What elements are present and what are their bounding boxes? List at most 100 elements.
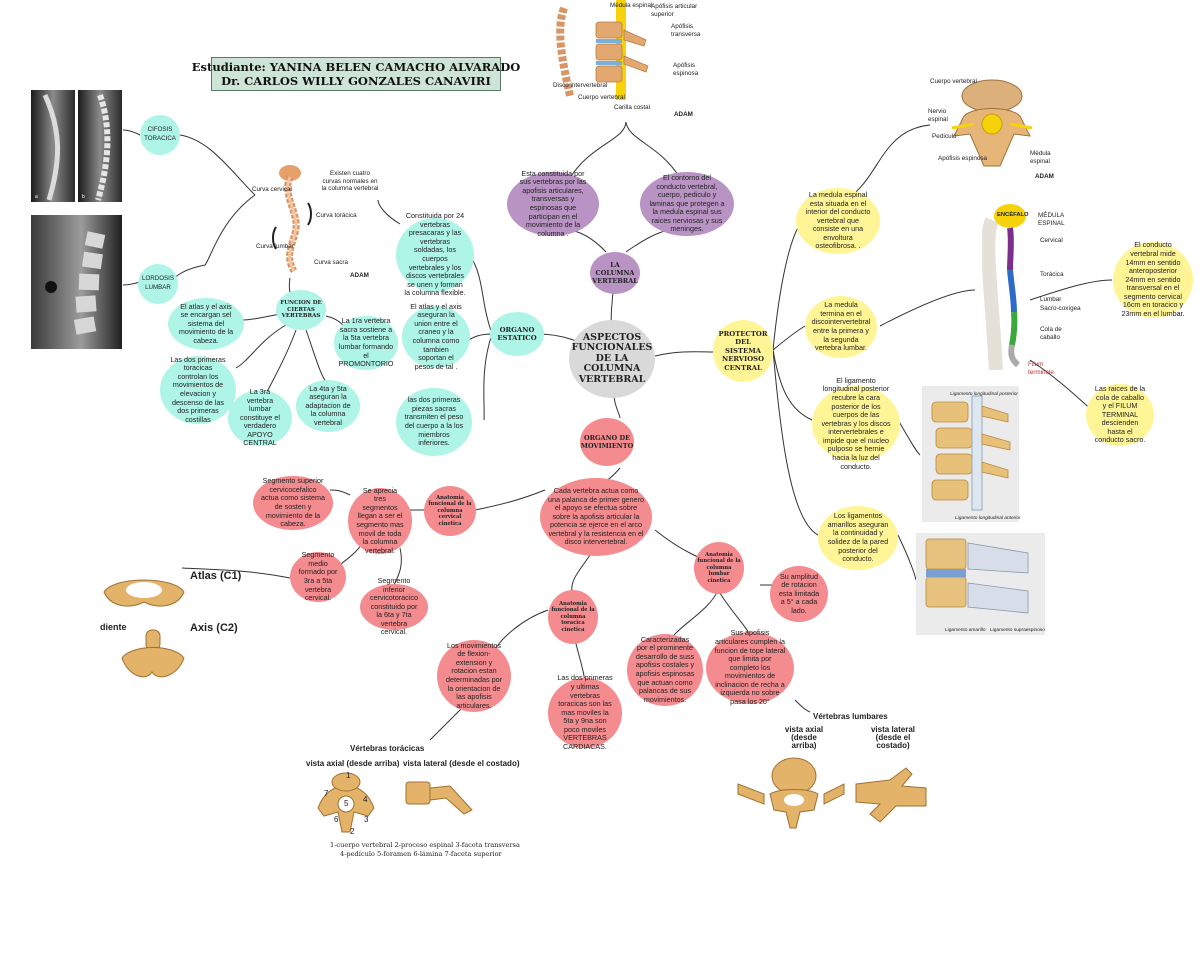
columna-vertebral-node: LA COLUMNA VERTEBRAL — [590, 252, 640, 294]
num-3: 3 — [364, 815, 369, 824]
movimiento-node: ORGANO DE MOVIMIENTO — [580, 418, 634, 466]
cervical-superior: Segmento superior cervicocefalico actua … — [253, 476, 333, 530]
diente-label: diente — [100, 622, 127, 632]
curva-cervical-label: Curva cervical — [252, 186, 292, 193]
toracica-ultimas: Las dos primeras y ultimas vertebras tor… — [548, 674, 622, 751]
axial-pediculo-label: Pedículo — [932, 133, 957, 140]
toracica-axial-label: vista axial (desde arriba) — [306, 759, 400, 768]
lumbar-axial-image — [734, 754, 846, 830]
encefalo-label: ENCÉFALO — [997, 212, 1029, 218]
xray-image-b: b — [78, 90, 122, 202]
estatico-child-2: El atlas y el axis aseguran la union ent… — [402, 302, 470, 371]
cervical-aprecia: Se aprecia tres segmentos llegan a ser e… — [348, 486, 412, 555]
lumbar-axial-label: vista axial (desde arriba) — [784, 725, 824, 750]
axis-image — [118, 628, 188, 684]
toracica-caption-2: 4-pedículo 5-foramen 6-lámina 7-faceta s… — [340, 850, 502, 858]
toracica-axial-image — [310, 772, 382, 836]
toracica-lateral-image — [402, 774, 478, 818]
lumbar-label: Lumbar — [1040, 296, 1062, 303]
estatico-child-3: las dos primeras piezas sacras transmite… — [396, 388, 472, 456]
toracica-movimientos: Los movimientos de flexion-extension y r… — [437, 640, 511, 712]
curva-toracica-label: Curva torácica — [316, 212, 357, 219]
toracica-node: Anatomia funcional de la columna toracic… — [548, 590, 598, 644]
axial-medula-label: Médula espinal — [1030, 150, 1051, 165]
conducto-node: El conducto vertebral mide 14mm en senti… — [1113, 241, 1193, 318]
toracica-caption-1: 1-cuerpo vertebral 2-proceso espinal 3-f… — [330, 841, 520, 849]
medula-espinal-label: Médula espinal — [610, 2, 653, 9]
xray-lumbar-image — [31, 215, 122, 349]
num-1: 1 — [346, 771, 351, 780]
funcion-child-1: El atlas y el axis se encargan sel siste… — [168, 298, 244, 350]
protector-child-2: La medula termina en el discointerverteb… — [805, 296, 877, 358]
num-7: 7 — [324, 789, 329, 798]
cifosis-node: CIFOSIS TORACICA — [140, 115, 180, 155]
funcion-node: FUNCION DE CIERTAS VERTEBRAS — [276, 290, 326, 330]
atlas-image — [100, 572, 188, 612]
cola-caballo-label: Cola de caballo — [1040, 326, 1062, 341]
title-box: Estudiante: YANINA BELEN CAMACHO ALVARAD… — [192, 57, 520, 91]
lumbar-apofisis: Sus apofisis articulares cumplen la func… — [706, 629, 794, 706]
lumbar-amplitud: Su amplitud de rotacion esta limitada a … — [770, 566, 828, 622]
cervical-node: Anatomia funcional de la columna cervica… — [424, 486, 476, 536]
num-4: 4 — [363, 795, 368, 804]
central-topic: ASPECTOS FUNCIONALES DE LA COLUMNA VERTE… — [569, 320, 655, 398]
num-6: 6 — [334, 815, 339, 824]
xray-image-a: a — [31, 90, 75, 202]
adam-logo-axial: ADAM — [1035, 173, 1054, 180]
cervical-inferior: Segmento inferior cervicotoracico consti… — [360, 576, 428, 636]
vertebra-column-image — [556, 0, 656, 104]
spine-profile-image — [981, 200, 1042, 371]
axial-cuerpo-label: Cuerpo vertebral — [930, 78, 977, 85]
funcion-child-4: La 4ta y 5ta aseguran la adaptacion de l… — [296, 380, 360, 432]
curvas-note: Existen cuatro curvas normales en la col… — [321, 170, 379, 192]
lumbar-node: Anatomia funcional de la columna lumbar … — [694, 542, 744, 594]
filum-label: Filum terminale — [1028, 361, 1054, 376]
axial-vertebra-image — [944, 76, 1040, 176]
funcion-child-3: La 3ra vertebra lumbar constituye el ver… — [228, 387, 292, 447]
lig-supraespinoso-label: Ligamento supraespinoso — [990, 628, 1045, 633]
lig-amarillo-label: Ligamento amarillo — [945, 628, 986, 633]
columna-child-1: Esta constituida por sus vertebras por l… — [507, 169, 599, 238]
sacro-label: Sacro-coxígea — [1040, 305, 1081, 312]
atlas-label: Atlas (C1) — [190, 570, 242, 582]
spine-curve-illustration — [268, 163, 318, 275]
raices-node: Las raices de la cola de caballo y el FI… — [1086, 384, 1154, 446]
carilla-costal-label: Carilla costal — [614, 104, 651, 111]
disco-intervertebral-label: Disco intervertebral — [553, 82, 608, 89]
protector-child-3: El ligamento longitudinal posterior recu… — [812, 376, 900, 470]
num-5: 5 — [344, 799, 349, 808]
axis-label: Axis (C2) — [190, 622, 238, 634]
protector-node: PROTECTOR DEL SISTEMA NERVIOSO CENTRAL — [713, 320, 773, 382]
doctor-name: Dr. CARLOS WILLY GONZALES CANAVIRI — [221, 74, 491, 88]
ligament-amarillo-image — [916, 533, 1045, 635]
svg-text:a: a — [35, 194, 38, 200]
lig-posterior-label: Ligamento longitudinal posterior — [950, 392, 1018, 397]
lumbar-caracterizadas: Caracterizadas por el prominente desarro… — [627, 634, 703, 706]
protector-child-1: La medula espinal esta situada en el int… — [796, 188, 880, 254]
curva-lumbar-label: Curva lumbar — [256, 243, 294, 250]
lordosis-node: LORDOSIS LUMBAR — [138, 264, 178, 304]
funcion-child-5: La 1ra vertebra sacra sostiene a la 5ta … — [334, 316, 398, 370]
toracicas-title: Vértebras torácicas — [350, 744, 425, 753]
apofisis-transversa-label: Apófisis transversa — [671, 23, 701, 38]
ligament-posterior-image — [922, 386, 1019, 522]
medula-espinal-profile-label: MÉDULA ESPINAL — [1038, 212, 1065, 227]
estatico-child-1: Constituida por 24 vertebras presacaras … — [396, 211, 474, 297]
adam-logo-curvas: ADAM — [350, 272, 369, 279]
protector-child-4: Los ligamentos amarillos aseguran la con… — [818, 506, 898, 570]
palanca-node: Cada vertebra actua como una palanca de … — [540, 478, 652, 556]
apofisis-espinosa-label: Apófisis espinosa — [673, 62, 699, 77]
lumbares-title: Vértebras lumbares — [813, 712, 888, 721]
cervical-label: Cervical — [1040, 237, 1063, 244]
toracica-label: Torácica — [1040, 271, 1064, 278]
lig-anterior-label: Ligamento longitudinal anterior — [955, 516, 1021, 521]
student-name: Estudiante: YANINA BELEN CAMACHO ALVARAD… — [191, 60, 521, 74]
apofisis-articular-label: Apófisis articular superior — [651, 3, 698, 18]
adam-logo-top: ADAM — [674, 111, 693, 118]
curva-sacra-label: Curva sacra — [314, 259, 348, 266]
num-2: 2 — [350, 827, 355, 836]
cuerpo-vertebral-label: Cuerpo vertebral — [578, 94, 625, 101]
svg-text:b: b — [82, 194, 85, 200]
axial-apofisis-label: Apófisis espinosa — [938, 155, 988, 162]
columna-child-2: El contorno del conducto vertebral, cuer… — [640, 172, 734, 236]
